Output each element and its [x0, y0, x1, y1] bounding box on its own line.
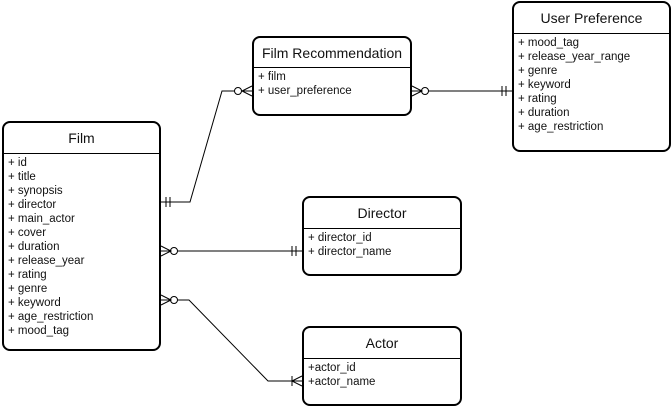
field-item: + release_year_range [518, 51, 631, 63]
field-item: + age_restriction [8, 311, 94, 323]
entity-actor[interactable]: Actor +actor_id +actor_name [302, 326, 462, 406]
field-item: + age_restriction [518, 121, 604, 133]
field-item: + mood_tag [518, 37, 580, 49]
field-item: +actor_name [308, 376, 376, 388]
entity-fields: + mood_tag + release_year_range + genre … [514, 34, 669, 136]
film-recommendation-zero-marker [234, 87, 242, 95]
field-item: + title [8, 171, 36, 183]
field-item: + film [258, 71, 286, 83]
entity-fields: + director_id + director_name [304, 229, 460, 261]
field-item: + keyword [8, 297, 61, 309]
link-film-film-recommendation [161, 90, 252, 203]
field-item: + main_actor [8, 213, 75, 225]
field-item: + director_id [308, 232, 372, 244]
entity-user-preference[interactable]: User Preference + mood_tag + release_yea… [512, 1, 671, 152]
field-item: + duration [8, 241, 60, 253]
field-item: + director_name [308, 246, 392, 258]
entity-film-recommendation[interactable]: Film Recommendation + film + user_prefer… [252, 36, 412, 116]
link-film-actor [161, 299, 302, 382]
film-recommendation-many-marker [240, 85, 253, 97]
field-item: + id [8, 157, 27, 169]
field-item: + genre [518, 65, 558, 77]
entity-title: User Preference [514, 3, 669, 34]
field-item: + genre [8, 283, 48, 295]
field-item: + synopsis [8, 185, 63, 197]
entity-director[interactable]: Director + director_id + director_name [302, 196, 462, 276]
entity-fields: + id + title + synopsis + director + mai… [4, 154, 159, 340]
film-many-marker [160, 294, 173, 306]
field-item: +actor_id [308, 362, 356, 374]
entity-title: Actor [304, 328, 460, 359]
field-item: + user_preference [258, 85, 352, 97]
field-item: + duration [518, 107, 570, 119]
entity-fields: + film + user_preference [254, 68, 410, 100]
actor-many-marker [290, 375, 303, 387]
field-item: + release_year [8, 255, 85, 267]
field-item: + rating [518, 93, 557, 105]
entity-title: Film Recommendation [254, 38, 410, 68]
field-item: + director [8, 199, 57, 211]
film-many-marker [160, 245, 173, 257]
entity-title: Film [4, 123, 159, 154]
field-item: + mood_tag [8, 325, 70, 337]
film-recommendation-many-marker [411, 85, 424, 97]
field-item: + rating [8, 269, 47, 281]
entity-fields: +actor_id +actor_name [304, 359, 460, 391]
field-item: + cover [8, 227, 47, 239]
entity-film[interactable]: Film + id + title + synopsis + director … [2, 121, 161, 351]
entity-title: Director [304, 198, 460, 229]
field-item: + keyword [518, 79, 571, 91]
